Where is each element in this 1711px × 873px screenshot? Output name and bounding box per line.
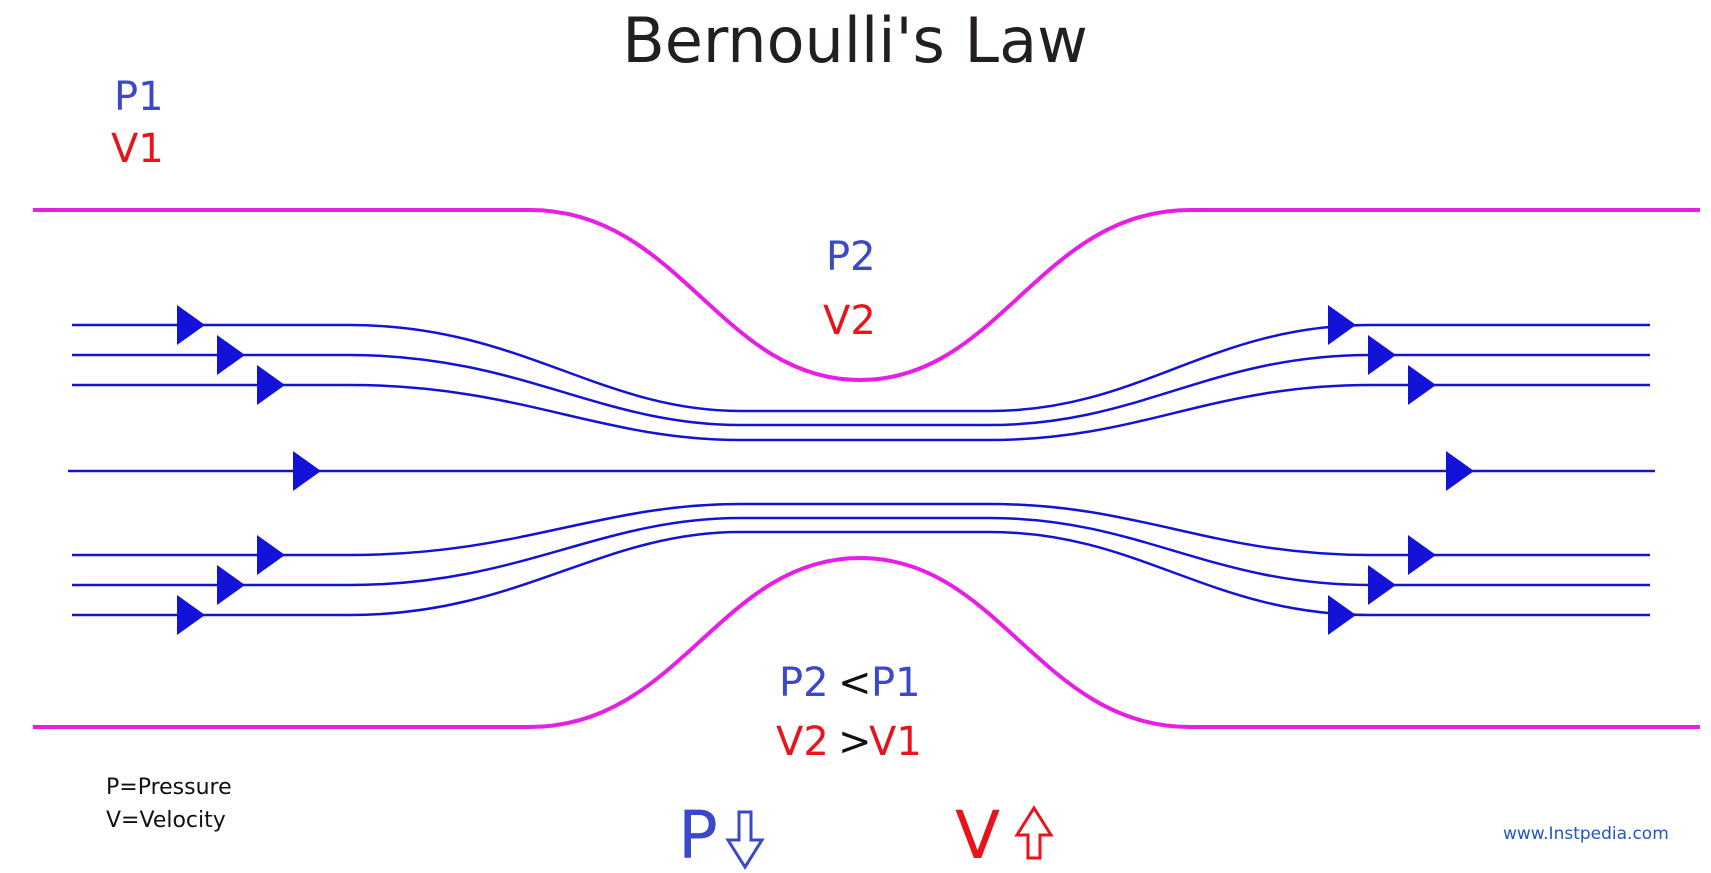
diagram-title: Bernoulli's Law [622, 4, 1088, 77]
flow-arrow-icon [1408, 365, 1436, 405]
flow-arrow-icon [217, 565, 245, 605]
flow-arrow-icon [1328, 595, 1356, 635]
summary-pressure-symbol: P [678, 797, 718, 873]
throat-pressure-label: P2 [826, 234, 876, 280]
flow-arrow-icon [217, 335, 245, 375]
relation-pressure-left: P2 [779, 660, 829, 706]
flow-arrow-icon [293, 451, 321, 491]
down-arrow-icon [725, 810, 765, 870]
flow-arrow-icon [1368, 335, 1396, 375]
streamline [72, 502, 1650, 557]
relation-velocity-right: V1 [869, 719, 922, 765]
streamline [72, 323, 1650, 413]
flow-arrows [177, 305, 1474, 635]
legend-pressure: P=Pressure [106, 775, 232, 800]
flow-arrow-icon [257, 535, 285, 575]
flow-arrow-icon [177, 595, 205, 635]
streamline [72, 353, 1650, 427]
flow-arrow-icon [257, 365, 285, 405]
pressure-relation: P2 < P1 [779, 660, 921, 706]
relation-pressure-operator: < [838, 660, 872, 706]
relation-pressure-right: P1 [871, 660, 921, 706]
inlet-velocity-label: V1 [111, 126, 164, 172]
flow-arrow-icon [1408, 535, 1436, 575]
streamline [72, 383, 1650, 442]
velocity-relation: V2 > V1 [776, 719, 922, 765]
streamline [72, 516, 1650, 587]
legend-velocity: V=Velocity [106, 808, 226, 833]
streamlines [68, 323, 1655, 617]
flow-arrow-icon [1368, 565, 1396, 605]
streamline [72, 530, 1650, 617]
flow-arrow-icon [1328, 305, 1356, 345]
pipe-top-wall [33, 208, 1700, 383]
website-url: www.Instpedia.com [1503, 824, 1669, 844]
flow-arrow-icon [1446, 451, 1474, 491]
relation-velocity-operator: > [838, 719, 872, 765]
summary-velocity-symbol: V [955, 797, 1000, 873]
throat-velocity-label: V2 [823, 298, 876, 344]
up-arrow-icon [1014, 805, 1054, 860]
inlet-pressure-label: P1 [114, 74, 164, 120]
relation-velocity-left: V2 [776, 719, 829, 765]
pipe-bottom-wall [33, 555, 1700, 729]
flow-arrow-icon [177, 305, 205, 345]
